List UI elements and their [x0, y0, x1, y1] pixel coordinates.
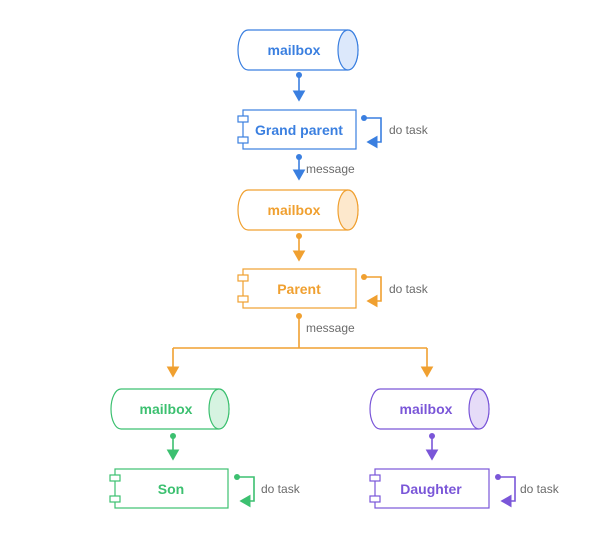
parent-mailbox-label: mailbox	[268, 202, 321, 218]
son-mailbox-label: mailbox	[140, 401, 193, 417]
parent-self-loop: do task	[361, 274, 429, 308]
grandparent-component-label: Grand parent	[255, 122, 343, 138]
son-component: Son	[109, 468, 229, 509]
parent-group: mailbox Parent do task message	[166, 189, 434, 378]
son-self-loop: do task	[234, 474, 301, 508]
son-group: mailbox Son do task	[109, 388, 301, 509]
son-self-loop-label: do task	[261, 482, 301, 496]
grandparent-mailbox-arrow	[292, 72, 306, 102]
parent-to-children-edge: message	[166, 313, 434, 378]
grandparent-self-loop-label: do task	[389, 123, 429, 137]
son-component-label: Son	[158, 481, 184, 497]
grandparent-component: Grand parent	[237, 109, 357, 150]
son-mailbox: mailbox	[110, 388, 230, 430]
daughter-self-loop: do task	[495, 474, 560, 508]
grandparent-mailbox: mailbox	[237, 29, 359, 71]
grandparent-self-loop: do task	[361, 115, 429, 149]
grandparent-to-parent-edge: message	[292, 154, 355, 181]
daughter-mailbox-label: mailbox	[400, 401, 453, 417]
grandparent-mailbox-label: mailbox	[268, 42, 321, 58]
grandparent-group: mailbox Grand parent do task message	[237, 29, 429, 181]
parent-component-label: Parent	[277, 281, 321, 297]
parent-mailbox-arrow	[292, 233, 306, 262]
daughter-component: Daughter	[369, 468, 490, 509]
daughter-mailbox: mailbox	[369, 388, 490, 430]
parent-self-loop-label: do task	[389, 282, 429, 296]
daughter-mailbox-arrow	[425, 433, 439, 461]
grandparent-to-parent-edge-label: message	[306, 162, 355, 176]
daughter-group: mailbox Daughter do task	[369, 388, 560, 509]
daughter-self-loop-label: do task	[520, 482, 560, 496]
son-mailbox-arrow	[166, 433, 180, 461]
parent-component: Parent	[237, 268, 357, 309]
daughter-component-label: Daughter	[400, 481, 462, 497]
parent-mailbox: mailbox	[237, 189, 359, 231]
parent-to-children-edge-label: message	[306, 321, 355, 335]
